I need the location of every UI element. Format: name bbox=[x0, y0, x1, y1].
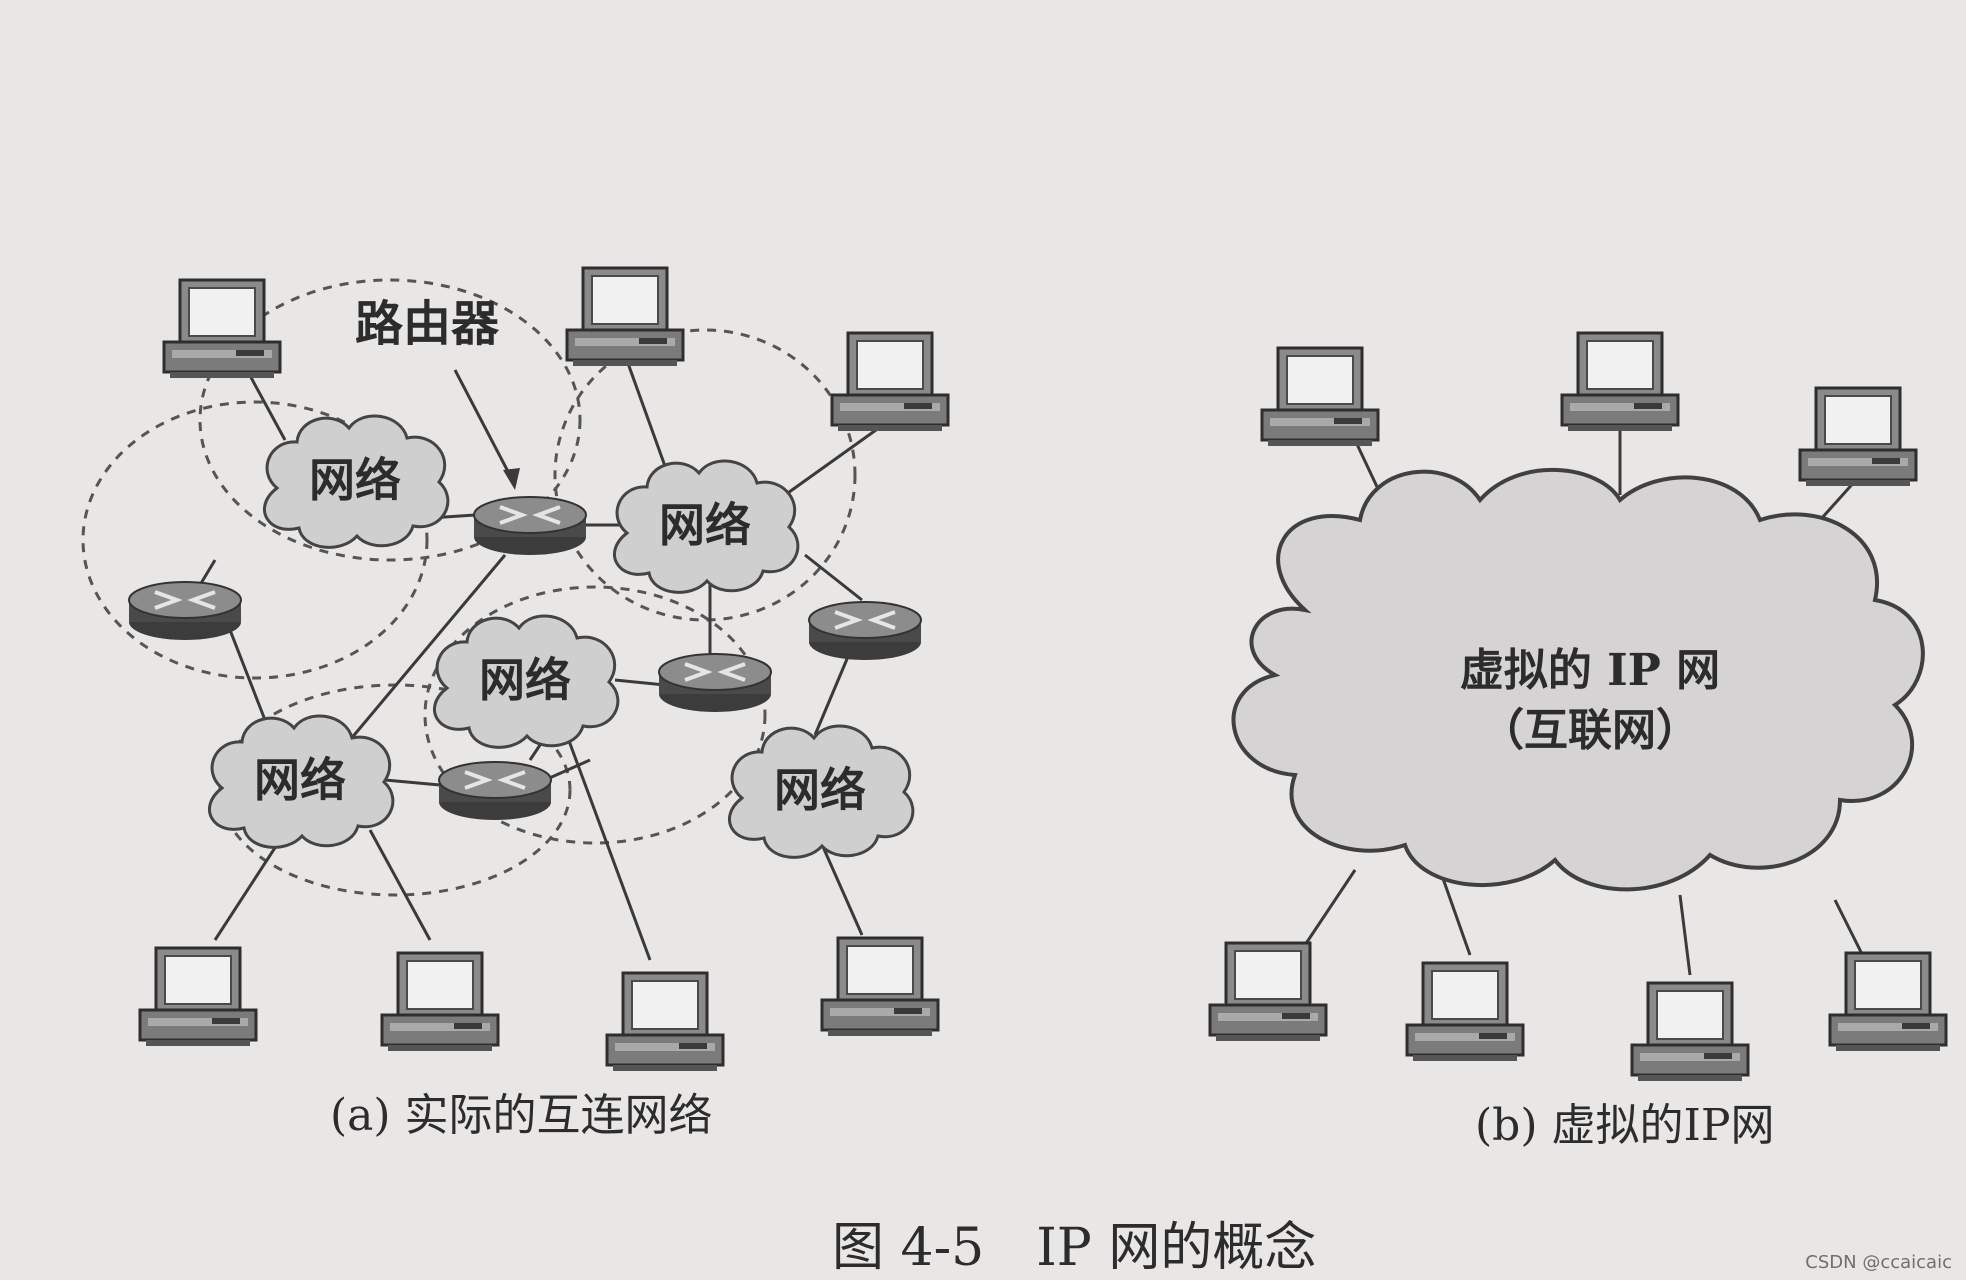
router-icon bbox=[437, 760, 553, 822]
computer-icon bbox=[1560, 331, 1680, 433]
computer-icon bbox=[1405, 961, 1525, 1063]
virtual-ip-network-diagram: 虚拟的 IP 网 （互联网） (b) 虚拟的IP网 bbox=[1208, 331, 1948, 1151]
router-icon bbox=[472, 495, 588, 557]
router-icon bbox=[127, 580, 243, 642]
network-cloud-icon: 网络 bbox=[612, 459, 800, 594]
network-cloud-icon: 网络 bbox=[262, 414, 450, 549]
router-icon bbox=[657, 652, 773, 714]
router-icon bbox=[807, 600, 923, 662]
network-cloud-icon: 网络 bbox=[727, 724, 915, 859]
network-cloud-icon: 网络 bbox=[207, 714, 395, 849]
network-label: 网络 bbox=[254, 753, 346, 807]
network-cloud-icon: 网络 bbox=[432, 614, 620, 749]
dashed-boundary bbox=[81, 400, 429, 680]
computer-icon bbox=[830, 331, 950, 433]
computer-icon bbox=[1208, 941, 1328, 1043]
internet-label: （互联网） bbox=[1480, 705, 1700, 756]
computer-icon bbox=[1798, 386, 1918, 488]
computer-icon bbox=[1630, 981, 1750, 1083]
actual-internet-diagram: 网络 网络 网络 网络 网络 路由器 bbox=[81, 266, 950, 1141]
watermark: CSDN @ccaicaic bbox=[1805, 1252, 1952, 1273]
computer-icon bbox=[1260, 346, 1380, 448]
computer-icon bbox=[1828, 951, 1948, 1053]
caption-virtual-ip-network: (b) 虚拟的IP网 bbox=[1475, 1100, 1774, 1151]
network-label: 网络 bbox=[479, 653, 571, 707]
network-label: 网络 bbox=[659, 498, 751, 552]
computer-icon bbox=[565, 266, 685, 368]
computer-icon bbox=[138, 946, 258, 1048]
dashed-boundary bbox=[198, 278, 582, 562]
network-label: 网络 bbox=[309, 453, 401, 507]
arrowhead-icon bbox=[503, 468, 520, 490]
computer-icon bbox=[820, 936, 940, 1038]
figure-caption: 图 4-5 IP 网的概念 bbox=[832, 1218, 1316, 1278]
virtual-ip-network-label: 虚拟的 IP 网 bbox=[1460, 645, 1720, 696]
dashed-boundary bbox=[423, 585, 767, 845]
computer-icon bbox=[380, 951, 500, 1053]
caption-actual-internet: (a) 实际的互连网络 bbox=[330, 1090, 713, 1141]
computer-icon bbox=[605, 971, 725, 1073]
router-pointer-arrow bbox=[453, 369, 517, 486]
computer-icon bbox=[162, 278, 282, 380]
router-label: 路由器 bbox=[355, 296, 500, 352]
virtual-ip-network-cloud bbox=[1231, 468, 1925, 892]
dashed-boundary bbox=[553, 328, 857, 622]
network-label: 网络 bbox=[774, 763, 866, 817]
